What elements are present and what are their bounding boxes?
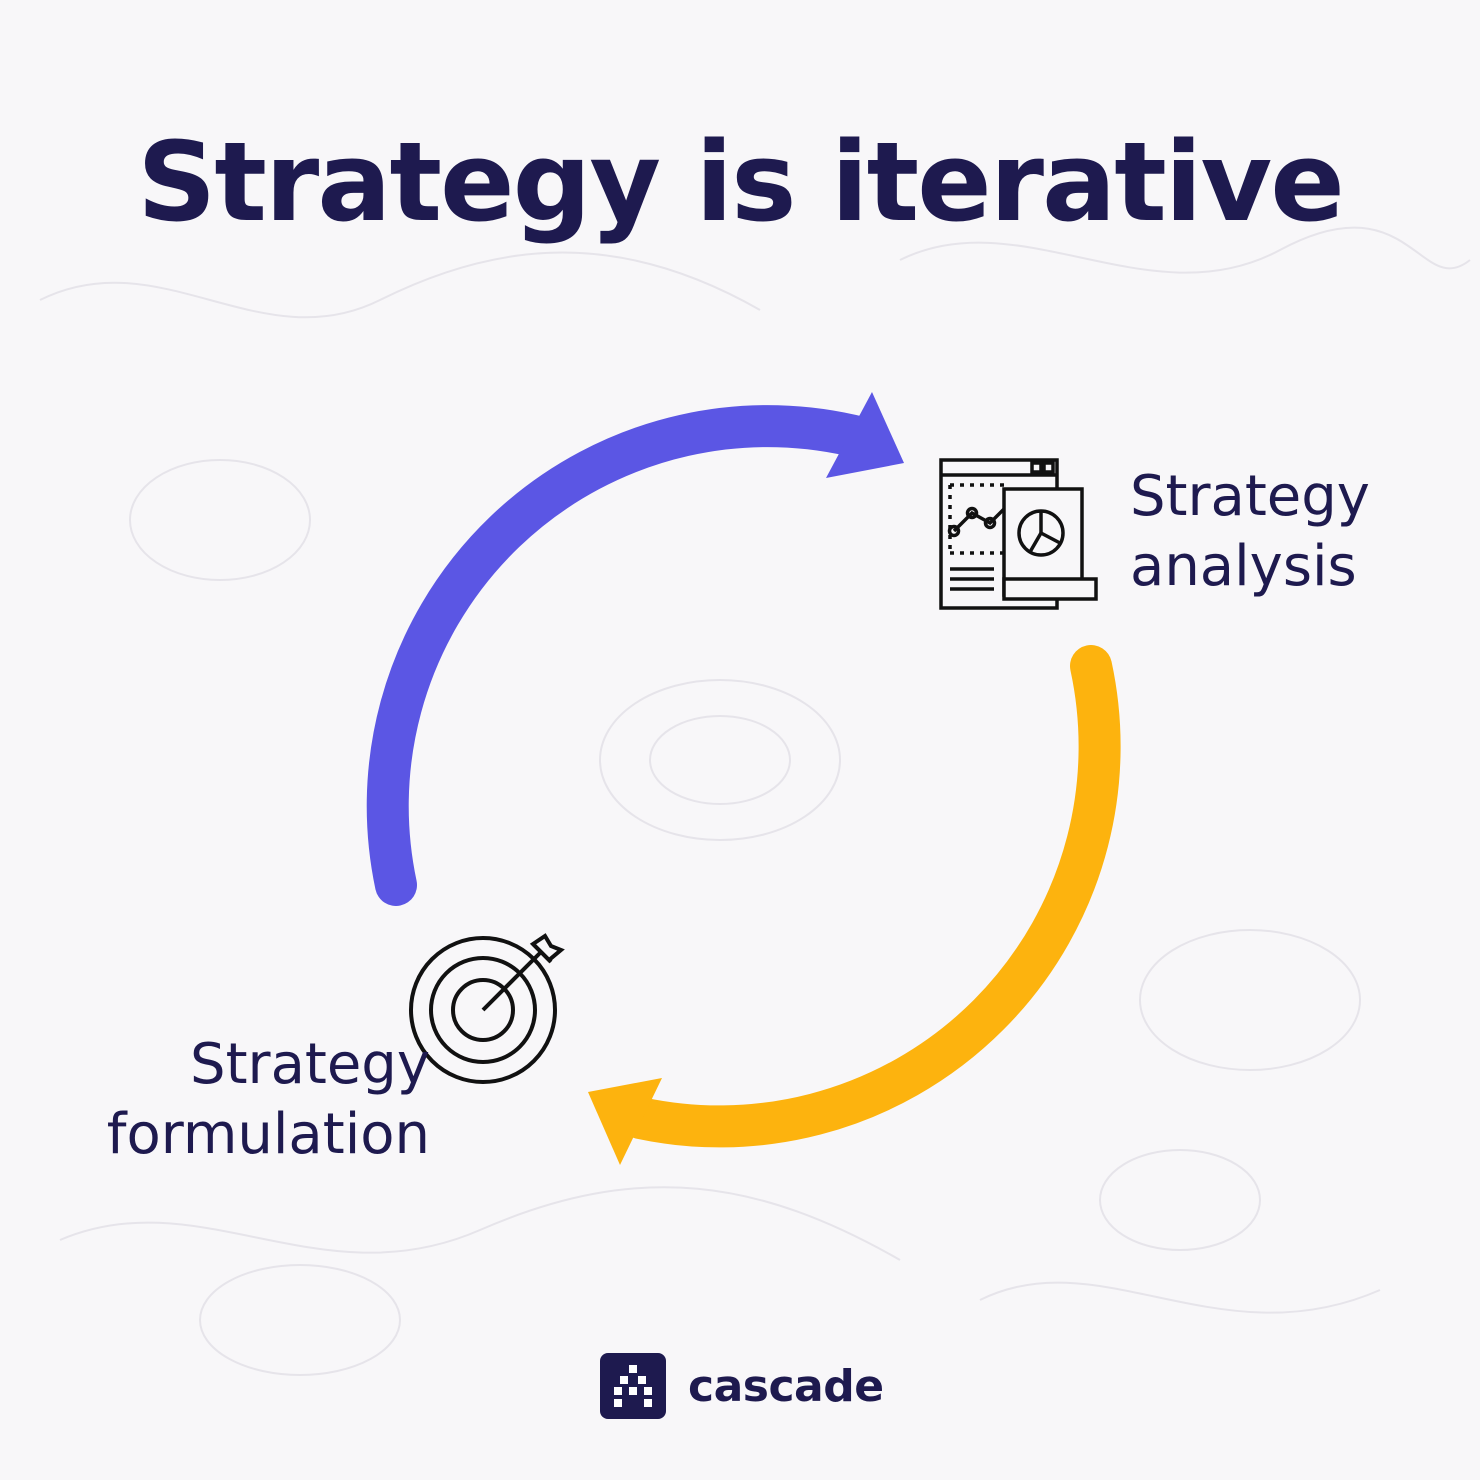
stage-label-formulation: Strategy formulation [60, 1030, 430, 1170]
formulation-line2: formulation [106, 1102, 430, 1167]
stage-label-analysis: Strategy analysis [1130, 462, 1370, 602]
page-title: Strategy is iterative [137, 118, 1345, 246]
purple-arc [366, 405, 883, 906]
report-chart-icon [939, 458, 1098, 610]
yellow-arrowhead [588, 1078, 662, 1165]
cascade-logo-icon [600, 1353, 666, 1419]
yellow-arc [619, 645, 1121, 1148]
brand-footer: cascade [600, 1352, 884, 1420]
brand-name: cascade [688, 1360, 884, 1412]
analysis-line1: Strategy [1130, 464, 1370, 529]
purple-arrowhead [826, 392, 904, 478]
formulation-line1: Strategy [190, 1032, 430, 1097]
target-icon [409, 933, 565, 1084]
analysis-line2: analysis [1130, 534, 1357, 599]
